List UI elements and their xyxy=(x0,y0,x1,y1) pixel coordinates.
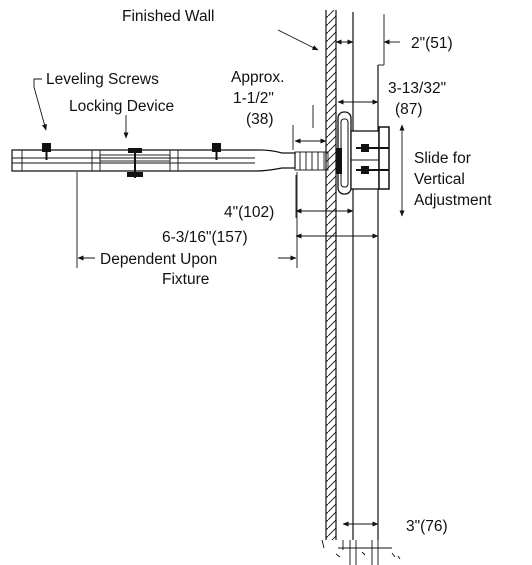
dim-4in xyxy=(295,175,354,218)
leveling-screws-label: Leveling Screws xyxy=(46,71,159,88)
finished-wall-label: Finished Wall xyxy=(122,8,214,25)
dim-2in-label: 2"(51) xyxy=(411,35,453,52)
finished-wall xyxy=(325,10,337,540)
leveling-screw-1 xyxy=(42,143,51,160)
dim-4in-label: 4"(102) xyxy=(224,204,274,221)
dependent-label-1: Dependent Upon xyxy=(100,251,217,268)
locking-device-label: Locking Device xyxy=(69,98,174,115)
dim-approx-1-1-2 xyxy=(292,105,327,150)
threaded-rod xyxy=(294,151,329,171)
dim-3in-label: 3"(76) xyxy=(406,518,448,535)
dim-6-3-16-label: 6-3/16"(157) xyxy=(162,229,248,246)
dependent-label-2: Fixture xyxy=(162,271,209,288)
leveling-screw-2 xyxy=(212,143,221,160)
slide-label-1: Slide for xyxy=(414,150,471,167)
carrier-uprights xyxy=(352,12,385,540)
approx-in-label: 1-1/2" xyxy=(233,90,274,107)
slide-label-3: Adjustment xyxy=(414,192,492,209)
approx-label: Approx. xyxy=(231,69,284,86)
dim-3-13-32-in-label: 3-13/32" xyxy=(388,80,446,97)
finished-wall-leader xyxy=(277,29,319,51)
slide-bracket xyxy=(336,111,390,195)
locking-device xyxy=(127,148,143,178)
floor-footing xyxy=(321,539,401,565)
dim-3-13-32-mm-label: (87) xyxy=(395,101,423,118)
slide-label-2: Vertical xyxy=(414,171,465,188)
leveling-screws-leader xyxy=(33,78,47,131)
carrier-arm xyxy=(11,149,296,172)
approx-mm-label: (38) xyxy=(246,111,274,128)
dim-dependent xyxy=(76,172,298,268)
